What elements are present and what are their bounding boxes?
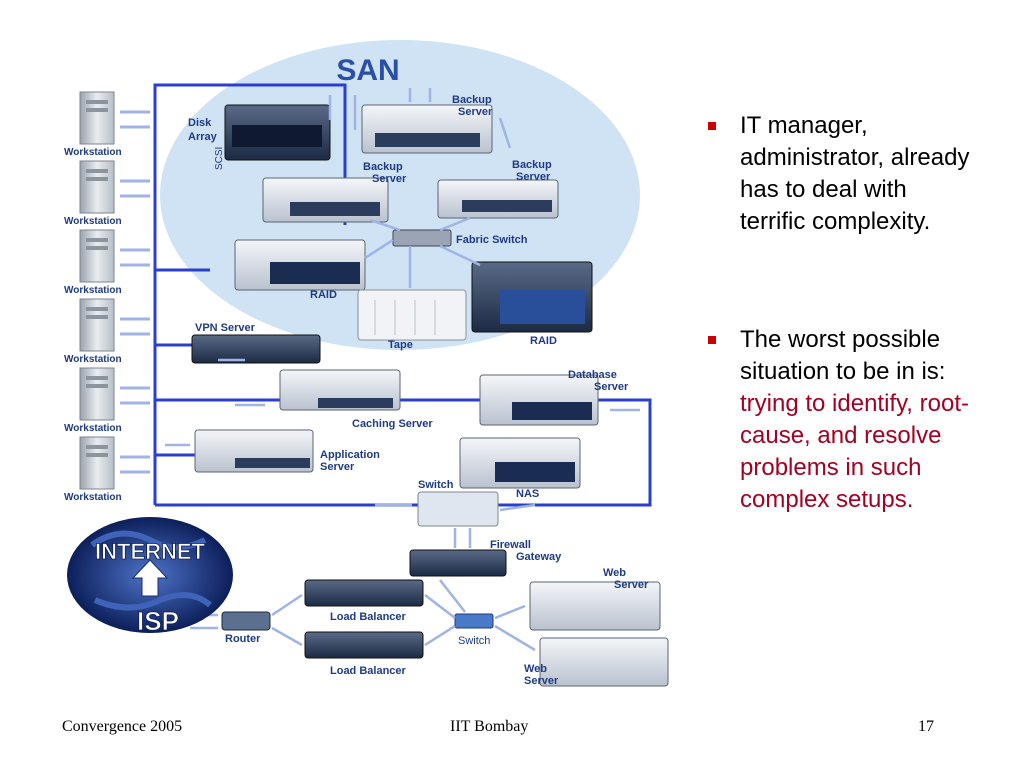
workstation-label: Workstation: [64, 285, 122, 296]
nas: [459, 437, 581, 489]
load-balancer-2: [304, 631, 424, 659]
database-server: [479, 374, 599, 426]
web-server-1: [529, 581, 661, 631]
load-balancer-2-label: Load Balancer: [330, 665, 407, 677]
switch-small-label: Switch: [458, 635, 490, 647]
raid-left-label: RAID: [310, 289, 337, 301]
firewall-gateway: [409, 549, 507, 577]
san-title: SAN: [336, 54, 399, 87]
footer-left: Convergence 2005: [62, 718, 183, 735]
disk-array-label-2: Array: [188, 131, 218, 143]
up-arrow-icon: [131, 559, 169, 597]
fabric-switch-label: Fabric Switch: [456, 234, 528, 246]
scsi-label: SCSI: [214, 147, 225, 170]
switch-main-label: Switch: [418, 479, 454, 491]
router-label: Router: [225, 633, 261, 645]
raid-right-label: RAID: [530, 335, 557, 347]
database-server-label-2: Server: [594, 381, 629, 393]
tape: [357, 289, 467, 341]
load-balancer-1: [304, 579, 424, 607]
raid-left: [234, 239, 366, 291]
isp-label: ISP: [137, 606, 179, 636]
application-server-label: Application: [320, 449, 380, 461]
vpn-server-label: VPN Server: [195, 322, 256, 334]
workstation-label: Workstation: [64, 354, 122, 365]
web-server-2-label-2: Server: [524, 675, 559, 687]
workstation: Workstation: [64, 367, 122, 434]
slide-number: 17: [918, 718, 934, 735]
backup-server-right: [437, 179, 559, 219]
backup-server-right-label: Backup: [512, 159, 552, 171]
backup-server-left: [262, 177, 389, 223]
backup-server-top: [361, 104, 493, 154]
web-server-2: [539, 637, 669, 687]
bullet-text-2-red: trying to identify, root-cause, and reso…: [740, 390, 969, 513]
workstation-label: Workstation: [64, 492, 122, 503]
nas-label: NAS: [516, 488, 539, 500]
backup-server-left-label: Backup: [363, 161, 403, 173]
workstation: Workstation: [64, 298, 122, 365]
caching-server-label: Caching Server: [352, 418, 433, 430]
bullet-item-1: IT manager, administrator, already has t…: [706, 110, 976, 238]
workstation-arrows: [120, 110, 150, 474]
workstation: Workstation: [64, 436, 122, 503]
workstation: Workstation: [64, 160, 122, 227]
internet-globe: [67, 517, 233, 633]
disk-array-label: Disk: [188, 117, 212, 129]
workstation-label: Workstation: [64, 216, 122, 227]
bullet-text-1: IT manager, administrator, already has t…: [740, 112, 970, 235]
workstation: Workstation: [64, 229, 122, 296]
backup-server-right-label-2: Server: [516, 171, 551, 183]
lower-arrows: [165, 358, 640, 652]
bullet-marker: [708, 122, 716, 130]
web-server-1-label-2: Server: [614, 579, 649, 591]
web-server-1-label: Web: [603, 567, 626, 579]
application-server: [194, 429, 314, 473]
workstation-label: Workstation: [64, 423, 122, 434]
application-server-label-2: Server: [320, 461, 355, 473]
workstation: Workstation: [64, 91, 122, 158]
raid-right: [471, 261, 593, 333]
bullet-item-2: The worst possible situation to be in is…: [706, 324, 976, 516]
bullet-marker: [708, 336, 716, 344]
backup-server-top-label-2: Server: [458, 106, 493, 118]
workstation-label: Workstation: [64, 147, 122, 158]
disk-array: [224, 104, 331, 161]
footer-center: IIT Bombay: [450, 718, 529, 735]
web-server-2-label: Web: [524, 663, 547, 675]
san-arrows: [328, 88, 512, 288]
load-balancer-1-label: Load Balancer: [330, 611, 407, 623]
backup-server-left-label-2: Server: [372, 173, 407, 185]
switch-main: [417, 491, 499, 527]
firewall-gateway-label: Firewall: [490, 539, 531, 551]
firewall-gateway-label-2: Gateway: [516, 551, 562, 563]
caching-server: [279, 369, 401, 411]
internet-label: INTERNET: [95, 539, 206, 564]
fabric-switch: [392, 229, 452, 247]
network-diagram: SAN Workstation Workstation: [64, 40, 669, 687]
backup-server-top-label: Backup: [452, 94, 492, 106]
router: [221, 611, 271, 631]
workstation-column: Workstation Workstation Workstation Work…: [64, 91, 122, 503]
database-server-label: Database: [568, 369, 617, 381]
switch-small: [454, 613, 494, 629]
bullet-list: IT manager, administrator, already has t…: [706, 110, 976, 516]
bullet-text-2-plain: The worst possible situation to be in is…: [740, 326, 946, 385]
vpn-server: [191, 334, 321, 364]
tape-label: Tape: [388, 339, 413, 351]
